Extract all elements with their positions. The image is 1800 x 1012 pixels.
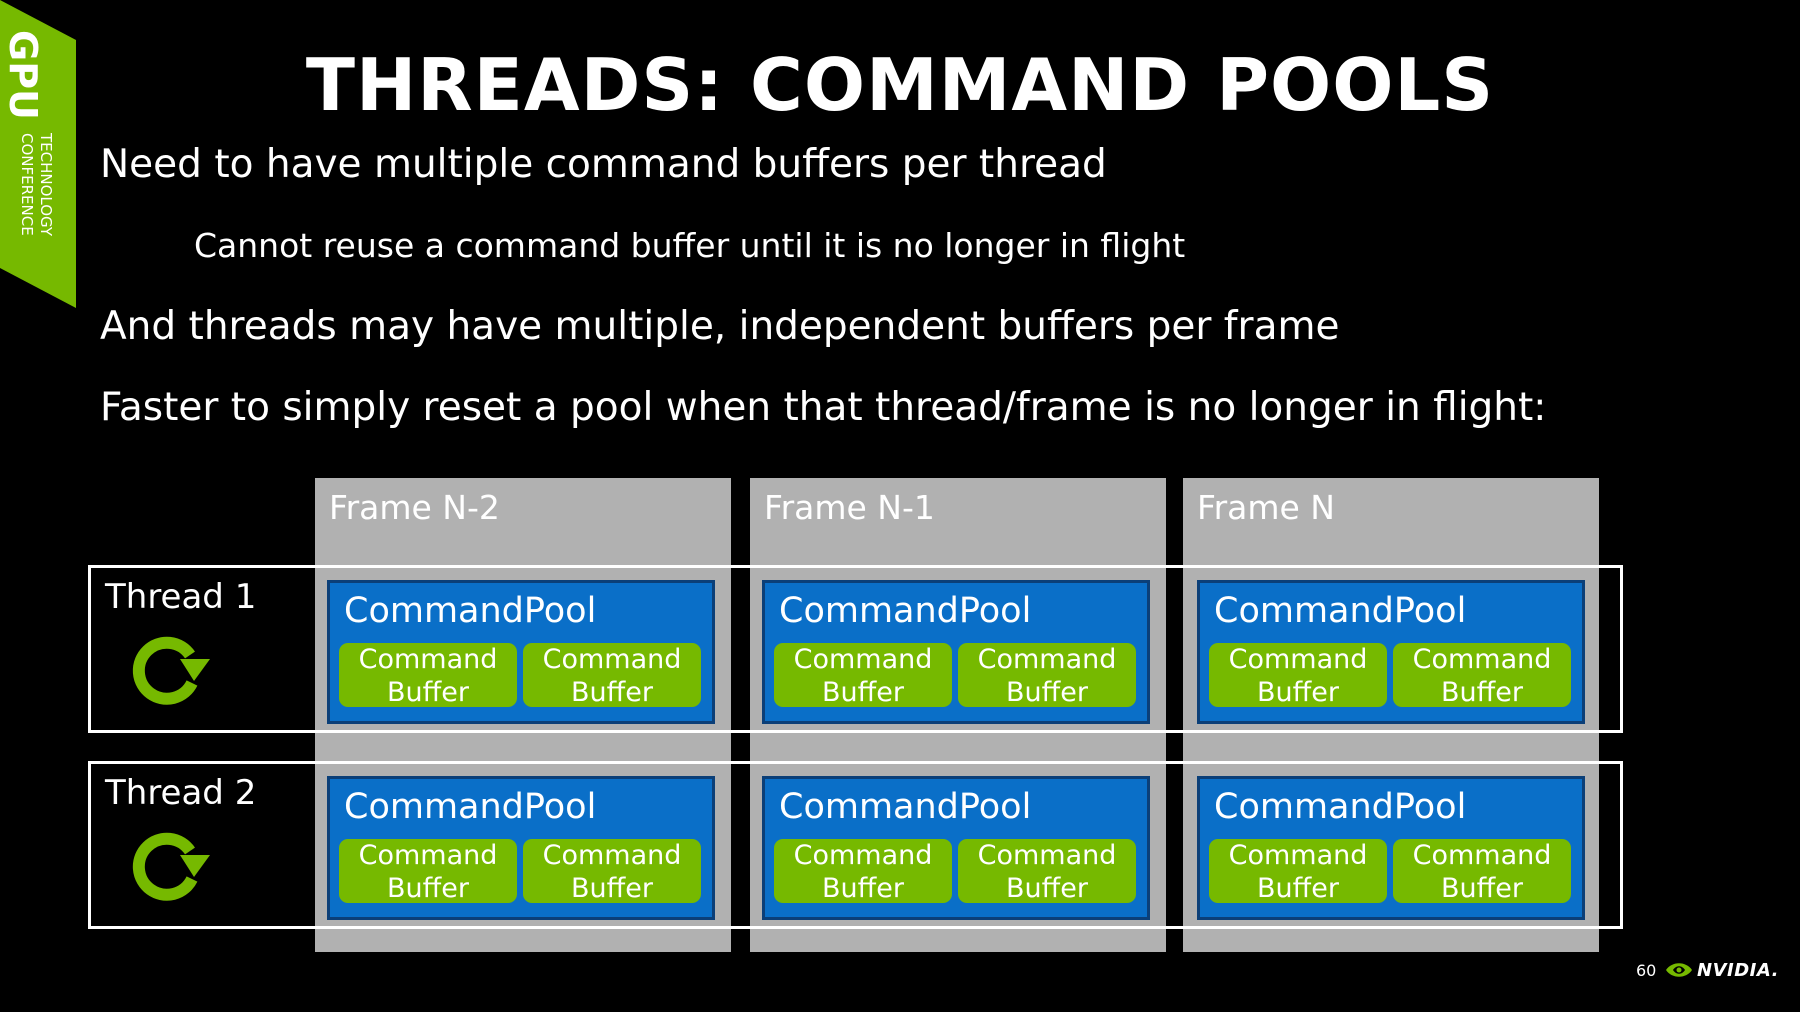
gtc-badge-gpu: GPU (1, 30, 45, 120)
thread-2-label-area (91, 764, 315, 926)
frame-label: Frame N-2 (329, 488, 500, 527)
frame-label: Frame N-1 (764, 488, 935, 527)
frame-label: Frame N (1197, 488, 1335, 527)
command-pool-label: CommandPool (344, 787, 597, 827)
gtc-badge-text: GPU TECHNOLOGY CONFERENCE (1, 30, 55, 237)
slide-title: THREADS: COMMAND POOLS (305, 43, 1495, 127)
command-pool-label: CommandPool (779, 787, 1032, 827)
thread-1-label-area (91, 568, 315, 730)
bullet-2: And threads may have multiple, independe… (100, 304, 1340, 349)
refresh-icon (132, 832, 210, 901)
command-pool-label: CommandPool (779, 591, 1032, 631)
thread-label-1: Thread 1 (105, 577, 257, 617)
command-pool-label: CommandPool (344, 591, 597, 631)
gtc-badge-technology: TECHNOLOGY (37, 132, 55, 237)
bullet-3: Faster to simply reset a pool when that … (100, 385, 1547, 430)
thread-row-1 (88, 565, 1623, 733)
gtc-badge-conference: CONFERENCE (18, 133, 36, 236)
command-pool-label: CommandPool (1214, 787, 1467, 827)
gtc-badge-shape (0, 0, 76, 308)
thread-label-2: Thread 2 (105, 773, 257, 813)
refresh-icon (132, 636, 210, 705)
thread-row-2 (88, 761, 1623, 929)
page-number: 60 (1636, 961, 1657, 980)
nvidia-logo-text: NVIDIA. (1697, 960, 1779, 981)
bullet-1: Need to have multiple command buffers pe… (100, 142, 1107, 187)
command-pool-label: CommandPool (1214, 591, 1467, 631)
nvidia-eye-icon (1666, 963, 1692, 977)
bullet-1-sub: Cannot reuse a command buffer until it i… (194, 226, 1186, 265)
